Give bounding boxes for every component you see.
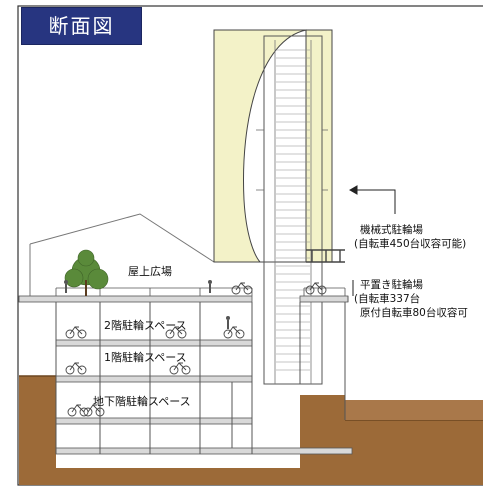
ground-surface-right	[345, 400, 483, 420]
rooftop-plaza-label: 屋上広場	[128, 265, 172, 278]
mechanical-parking-capacity: (自転車450台収容可能)	[354, 238, 467, 250]
flat-parking-title: 平置き駐輪場	[360, 279, 423, 291]
rooftop-canopy-outline	[29, 213, 215, 263]
rooftop-slab	[18, 295, 253, 303]
building-columns	[55, 296, 349, 454]
flat-parking-bicycles: (自転車337台	[354, 293, 421, 305]
floor2-slab	[55, 339, 253, 347]
mechanical-parking-title: 機械式駐輪場	[360, 224, 423, 236]
roof-railings	[55, 287, 346, 296]
people	[64, 280, 230, 329]
basement-slab	[55, 417, 253, 425]
page-title: 断面図	[21, 7, 142, 45]
rooftop-tree	[64, 249, 109, 296]
floor1-label: 1階駐輪スペース	[104, 351, 187, 364]
right-deck-slab	[299, 295, 349, 303]
mechanical-pointer-arrow	[348, 185, 396, 214]
tower-base-frame	[306, 249, 345, 263]
bicycles	[65, 282, 327, 417]
flat-parking-mopeds: 原付自転車80台収容可	[360, 307, 468, 319]
floor1-slab	[55, 375, 253, 383]
tower-bicycle-racks	[276, 49, 310, 371]
floor2-label: 2階駐輪スペース	[104, 319, 187, 332]
tower-shaft	[263, 35, 323, 385]
basement-label: 地下階駐輪スペース	[93, 395, 191, 408]
ground-soil	[19, 376, 483, 485]
